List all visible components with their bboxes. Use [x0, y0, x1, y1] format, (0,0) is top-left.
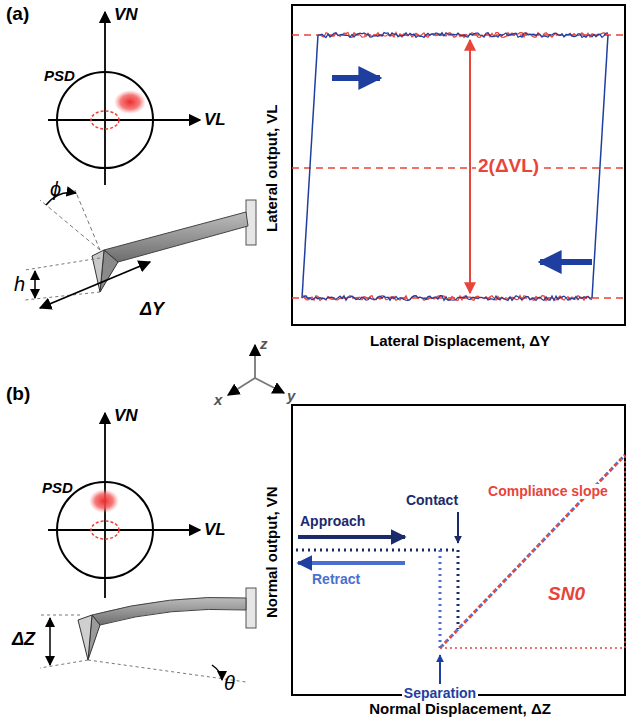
axis-letter: x	[214, 392, 222, 409]
coordinate-axes	[228, 345, 284, 395]
plot-b	[292, 405, 625, 695]
psd-a	[48, 12, 200, 185]
part-label: PSD	[42, 480, 73, 497]
axis-title: Normal Displacement, ΔZ	[369, 701, 551, 718]
axis-label: VN	[114, 407, 138, 426]
amplitude-label: 2(ΔVL)	[476, 156, 541, 177]
part-label: PSD	[44, 68, 75, 85]
signal-trace	[302, 296, 592, 301]
slope-label: Compliance slope	[486, 484, 610, 499]
angle-label: θ	[224, 672, 235, 694]
displacement-label: ΔY	[140, 300, 164, 320]
signal-trace	[318, 33, 608, 38]
signal-trace	[302, 296, 592, 301]
plot-a	[292, 5, 625, 325]
cantilever-b	[40, 588, 256, 682]
axis-letter: y	[287, 388, 295, 405]
angle-label: ϕ	[50, 178, 61, 200]
panel-label: (a)	[6, 4, 29, 25]
axis-title: Lateral output, VL	[264, 104, 281, 232]
dimension-label: h	[14, 273, 25, 295]
axis-label: VN	[114, 6, 138, 25]
signal-trace	[318, 33, 608, 38]
event-label: Contact	[404, 493, 460, 508]
slope-symbol: SN0	[548, 584, 585, 605]
axis-label: VL	[204, 521, 226, 540]
process-label: Retract	[312, 572, 360, 587]
axis-label: VL	[204, 111, 226, 130]
axis-title: Lateral Displacement, ΔY	[370, 333, 550, 350]
axis-title: Normal output, VN	[264, 486, 281, 618]
axis-letter: z	[260, 336, 268, 353]
panel-label: (b)	[6, 384, 30, 405]
cantilever-a	[25, 190, 256, 308]
psd-b	[48, 413, 200, 598]
event-label: Separation	[402, 686, 478, 701]
process-label: Approach	[300, 514, 365, 529]
displacement-label: ΔZ	[12, 630, 35, 650]
